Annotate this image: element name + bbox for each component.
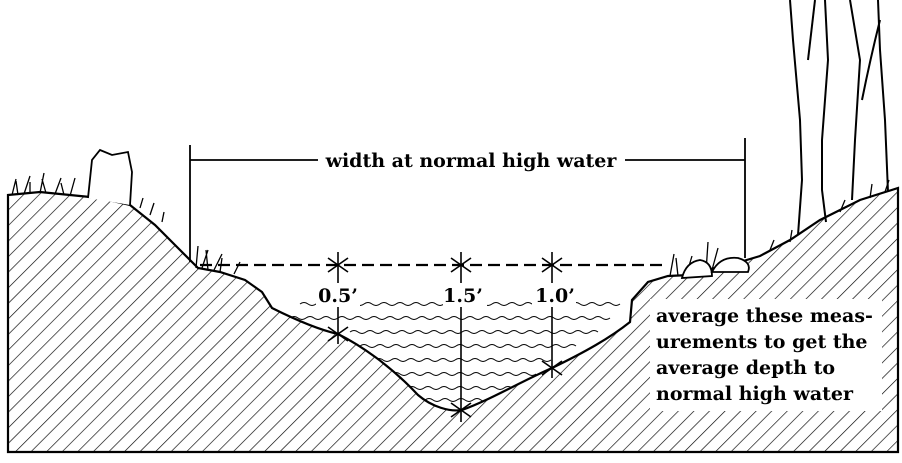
note-line-2: urements to get the	[656, 331, 868, 353]
note-line-3: average depth to	[656, 357, 835, 379]
note-line-1: average these meas-	[656, 305, 873, 327]
width-dimension	[189, 138, 746, 262]
bank-rocks	[680, 256, 750, 279]
tree-trunks	[789, 0, 889, 236]
average-depth-note: average these meas- urements to get the …	[656, 305, 873, 405]
depth-label-1: 0.5’	[318, 285, 358, 307]
width-label: width at normal high water	[325, 150, 618, 172]
note-line-4: normal high water	[656, 383, 854, 405]
depth-label-2: 1.5’	[443, 285, 483, 307]
depth-label-3: 1.0’	[535, 285, 575, 307]
tree-stump	[87, 148, 133, 206]
depth-measurement-lines	[327, 252, 563, 422]
